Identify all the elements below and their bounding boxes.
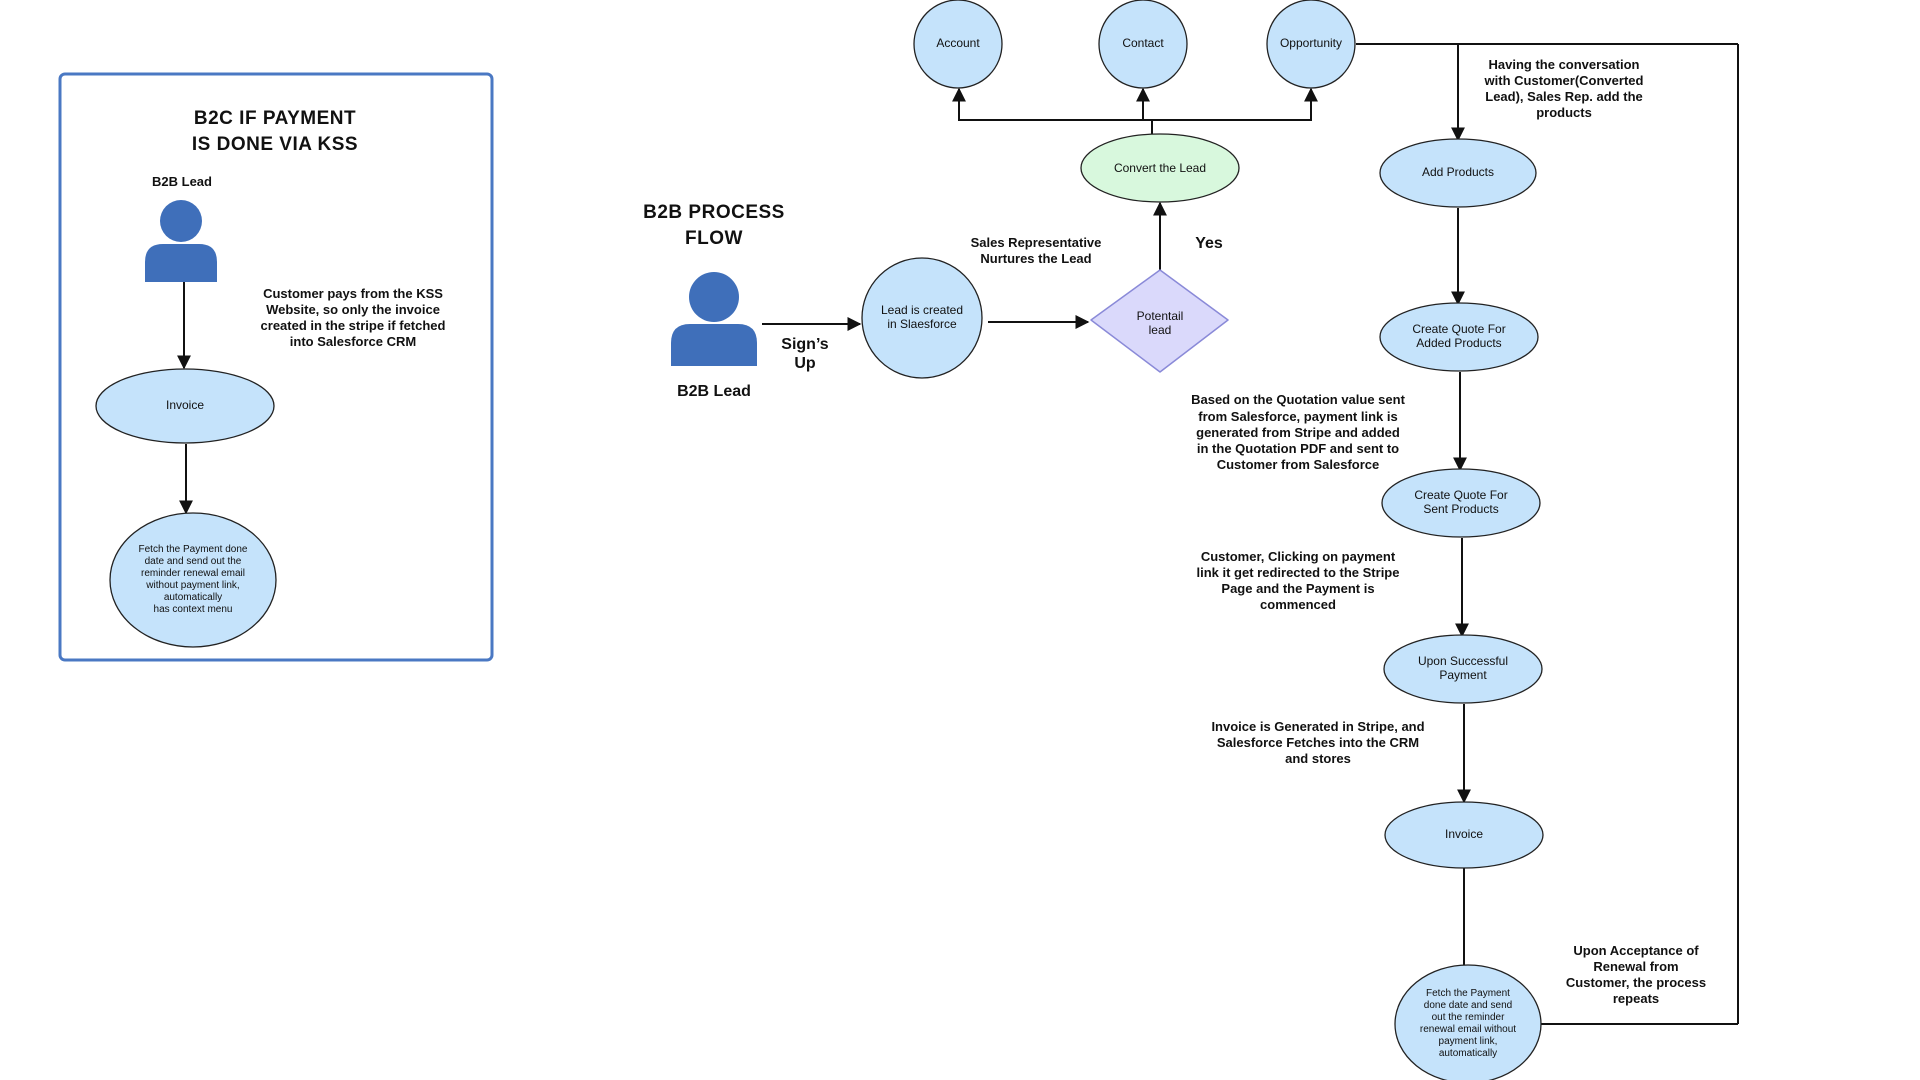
quote-added-node xyxy=(1379,302,1539,372)
account-label: Account xyxy=(936,36,980,51)
contact-node xyxy=(1098,0,1188,89)
opportunity-node xyxy=(1266,0,1356,89)
invoice-node xyxy=(1384,801,1544,869)
conversation-note: Having the conversation with Customer(Co… xyxy=(1484,56,1644,121)
quote-added-label: Create Quote For Added Products xyxy=(1412,322,1506,350)
b2c-invoice-label: Invoice xyxy=(165,398,205,413)
b2c-panel xyxy=(58,72,494,662)
quotation-note: Based on the Quotation value sent from S… xyxy=(1191,392,1405,473)
b2b-person-icon xyxy=(671,272,757,366)
add-products-label: Add Products xyxy=(1421,165,1495,180)
lead-created-node xyxy=(861,257,983,379)
fetch-node xyxy=(1394,964,1542,1080)
b2c-note: Customer pays from the KSS Website, so o… xyxy=(260,285,446,350)
add-products-node xyxy=(1379,138,1537,208)
successful-payment-label: Upon Successful Payment xyxy=(1417,654,1509,682)
lead-created-label: Lead is created in Slaesforce xyxy=(880,303,964,331)
account-node xyxy=(913,0,1003,89)
signup-label: Sign’s Up xyxy=(781,335,829,372)
potential-lead-label: Potentail lead xyxy=(1136,309,1184,337)
successful-payment-node xyxy=(1383,634,1543,704)
renewal-note: Upon Acceptance of Renewal from Customer… xyxy=(1565,942,1707,1007)
invoice-label: Invoice xyxy=(1444,827,1484,842)
invoice-note: Invoice is Generated in Stripe, and Sale… xyxy=(1211,718,1425,767)
b2b-lead-label: B2B Lead xyxy=(677,383,751,400)
convert-lead-label: Convert the Lead xyxy=(1113,161,1207,176)
fetch-label: Fetch the Payment done date and send out… xyxy=(1419,988,1517,1059)
b2c-lead-label: B2B Lead xyxy=(152,173,212,189)
quote-sent-node xyxy=(1381,468,1541,538)
convert-lead-node xyxy=(1080,133,1240,203)
b2c-title: B2C IF PAYMENT IS DONE VIA KSS xyxy=(191,108,359,155)
quote-sent-label: Create Quote For Sent Products xyxy=(1414,488,1508,516)
nurture-note: Sales Representative Nurtures the Lead xyxy=(970,234,1102,266)
yes-label: Yes xyxy=(1195,235,1223,253)
potential-lead-decision xyxy=(1090,269,1229,373)
b2c-fetch-node xyxy=(109,512,277,648)
b2c-fetch-label: Fetch the Payment done date and send out… xyxy=(138,544,248,615)
b2b-title: B2B PROCESS FLOW xyxy=(643,202,785,249)
b2c-person-icon xyxy=(145,200,217,282)
opportunity-label: Opportunity xyxy=(1279,36,1343,51)
payment-link-note: Customer, Clicking on payment link it ge… xyxy=(1196,548,1400,613)
contact-label: Contact xyxy=(1122,36,1164,51)
b2c-invoice-node xyxy=(95,368,275,444)
